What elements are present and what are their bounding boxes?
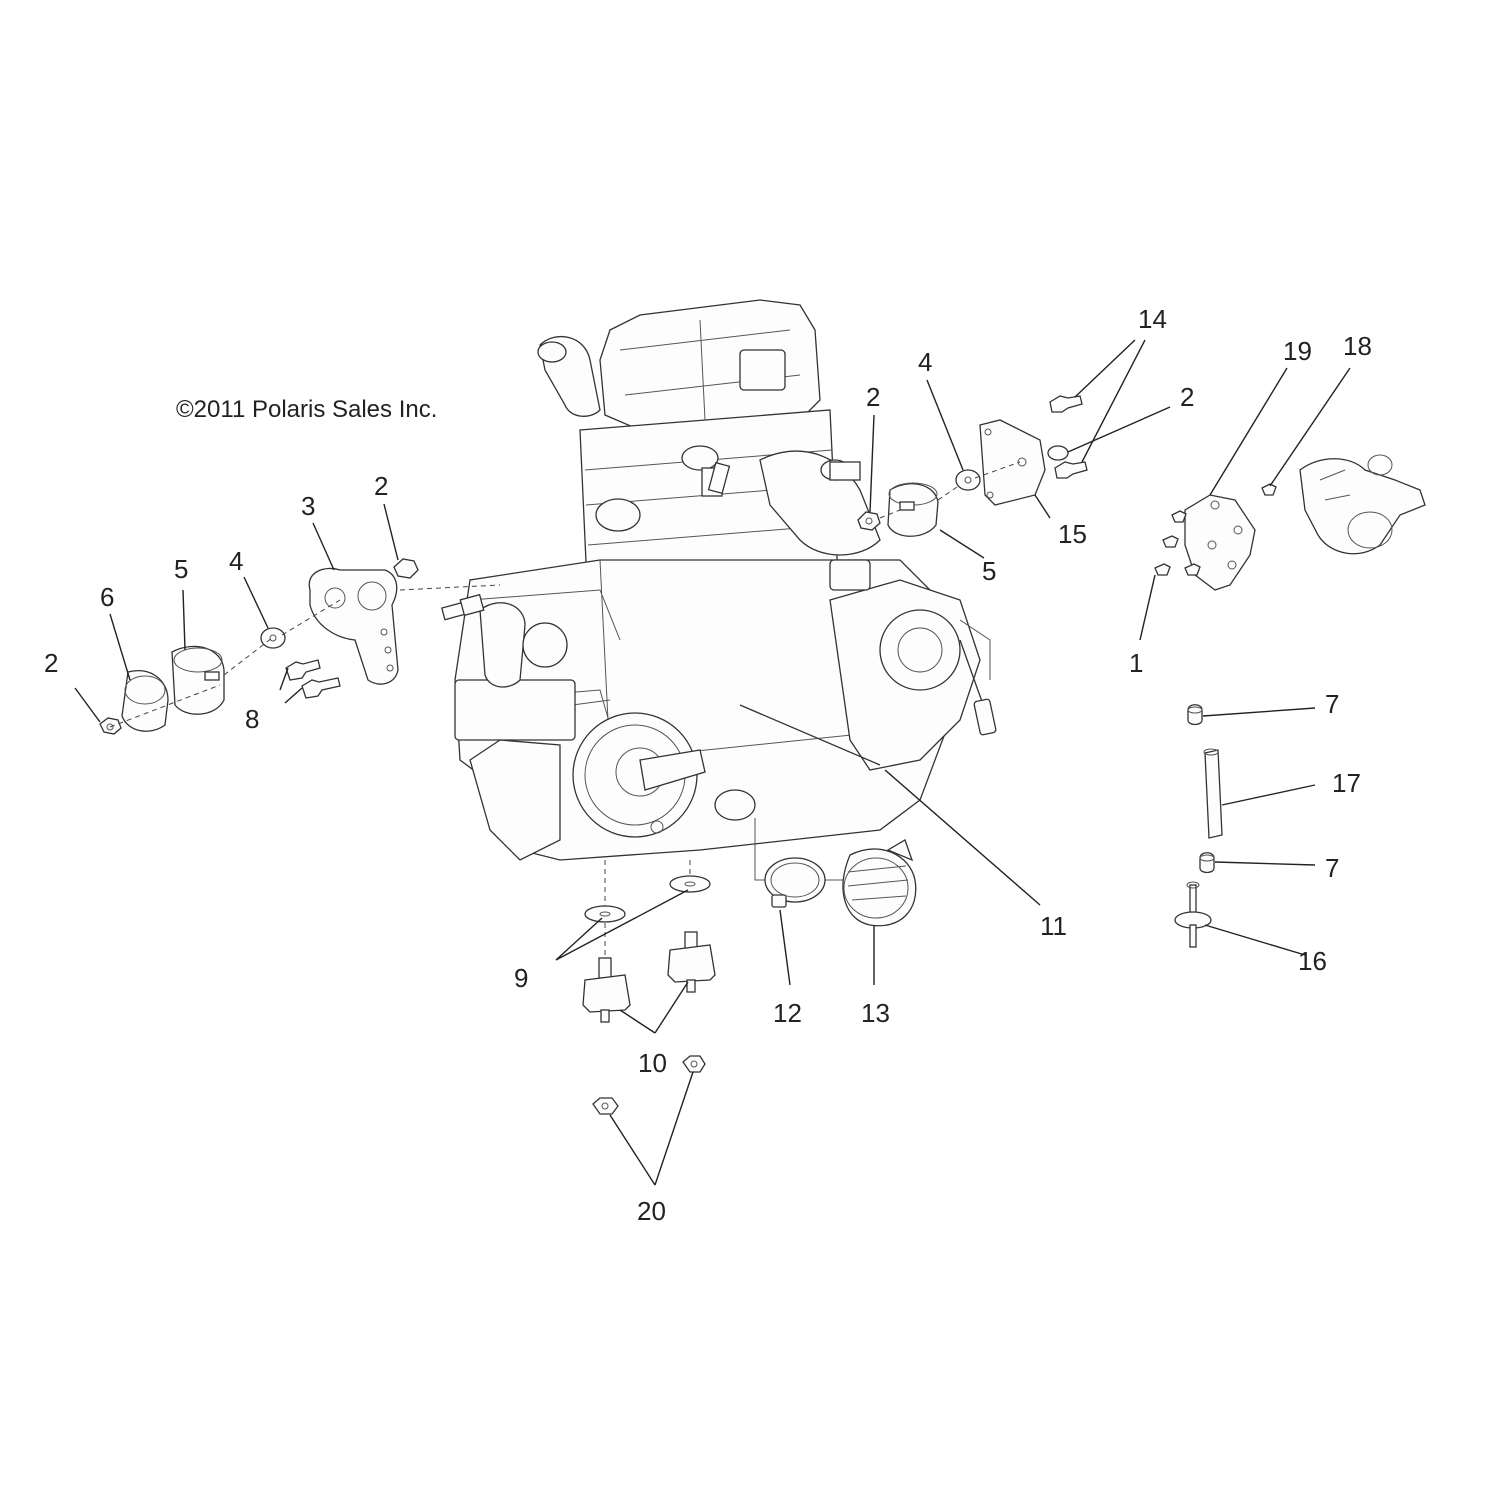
callout-10: 10 [638,1048,667,1078]
callout-2: 2 [866,382,881,412]
callout-6: 6 [100,582,115,612]
bottom-mount-assembly [582,860,716,1115]
callout-5: 5 [174,554,189,584]
callout-8: 8 [245,704,260,734]
callout-5: 5 [982,556,997,586]
leader-lines [74,339,1351,1186]
callout-11: 11 [1040,911,1067,941]
callout-12: 12 [773,998,802,1028]
callout-2: 2 [1180,382,1195,412]
callout-7: 7 [1325,853,1340,883]
callout-2: 2 [44,648,59,678]
callout-17: 17 [1332,768,1361,798]
callout-1: 1 [1129,648,1144,678]
callout-14: 14 [1138,304,1167,334]
callout-3: 3 [301,491,316,521]
thermostat-housing-assembly [1154,454,1426,591]
callout-15: 15 [1058,519,1087,549]
left-mount-assembly [99,558,501,735]
callout-4: 4 [229,546,244,576]
callout-20: 20 [637,1196,666,1226]
callout-7: 7 [1325,689,1340,719]
callout-9: 9 [514,963,529,993]
callout-18: 18 [1343,331,1372,361]
callout-4: 4 [918,347,933,377]
callout-16: 16 [1298,946,1327,976]
callout-19: 19 [1283,336,1312,366]
clamp-and-boot [754,818,917,927]
callout-13: 13 [861,998,890,1028]
right-upper-mount-assembly [857,395,1088,537]
engine-assembly [454,299,997,861]
pin-assembly [1174,704,1223,948]
copyright-notice: ©2011 Polaris Sales Inc. [176,396,438,423]
callout-2: 2 [374,471,389,501]
